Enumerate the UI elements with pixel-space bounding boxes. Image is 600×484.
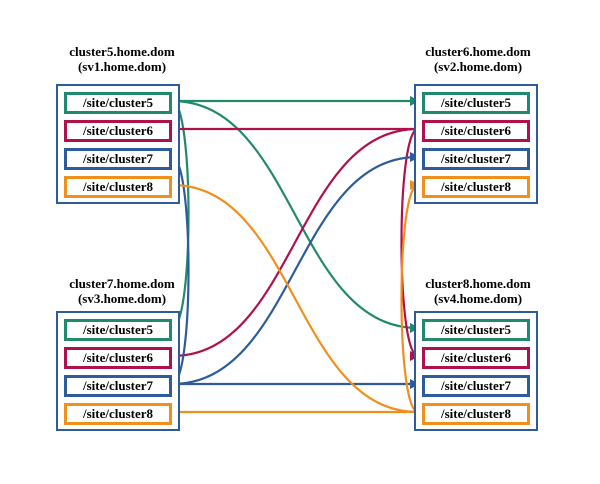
server-sv1-title: cluster5.home.dom (sv1.home.dom) [32,44,212,74]
server-sv3-box: /site/cluster5 /site/cluster6 /site/clus… [56,311,180,431]
link-sv1-sv4-cluster5 [171,99,420,333]
server-sv2-title: cluster6.home.dom (sv2.home.dom) [388,44,568,74]
server-alias: (sv4.home.dom) [433,291,523,306]
server-sv3-title: cluster7.home.dom (sv3.home.dom) [32,276,212,306]
server-sv4-title: cluster8.home.dom (sv4.home.dom) [388,276,568,306]
link-sv4-sv2-cluster8 [400,180,420,414]
path-cluster8: /site/cluster8 [422,176,530,198]
path-cluster6: /site/cluster6 [64,347,172,369]
path-cluster5: /site/cluster5 [422,319,530,341]
server-sv1-box: /site/cluster5 /site/cluster6 /site/clus… [56,84,180,204]
path-cluster6: /site/cluster6 [422,120,530,142]
server-alias: (sv2.home.dom) [433,59,523,74]
path-cluster7: /site/cluster7 [64,148,172,170]
link-sv3-sv2-cluster7 [171,152,420,386]
server-hostname: cluster8.home.dom [425,276,531,291]
path-cluster7: /site/cluster7 [422,375,530,397]
path-cluster8: /site/cluster8 [64,403,172,425]
server-hostname: cluster7.home.dom [69,276,175,291]
path-cluster5: /site/cluster5 [422,92,530,114]
link-sv2-sv4-cluster6 [400,127,420,361]
server-sv4-box: /site/cluster5 /site/cluster6 /site/clus… [414,311,538,431]
path-cluster6: /site/cluster6 [64,120,172,142]
path-cluster8: /site/cluster8 [64,176,172,198]
server-hostname: cluster5.home.dom [69,44,175,59]
server-hostname: cluster6.home.dom [425,44,531,59]
link-sv4-sv1-cluster8 [170,180,419,414]
link-sv2-sv3-cluster6 [170,127,419,361]
path-cluster8: /site/cluster8 [422,403,530,425]
path-cluster7: /site/cluster7 [64,375,172,397]
path-cluster5: /site/cluster5 [64,92,172,114]
server-alias: (sv3.home.dom) [77,291,167,306]
server-alias: (sv1.home.dom) [77,59,167,74]
path-cluster5: /site/cluster5 [64,319,172,341]
server-sv2-box: /site/cluster5 /site/cluster6 /site/clus… [414,84,538,204]
path-cluster6: /site/cluster6 [422,347,530,369]
path-cluster7: /site/cluster7 [422,148,530,170]
